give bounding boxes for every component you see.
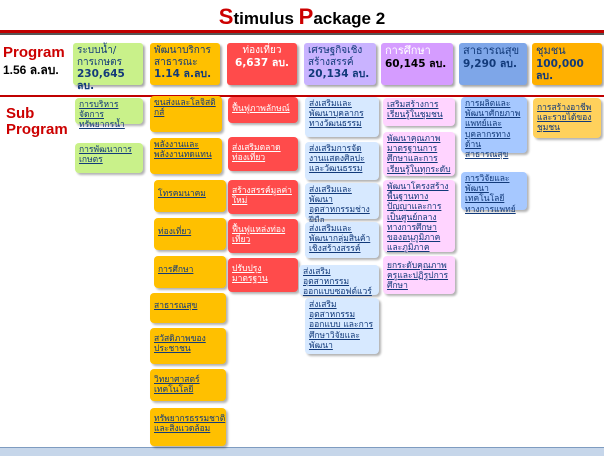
subprogram-community-learning: เสริมสร้างการเรียนรู้ในชุมชน [383,98,455,126]
subprogram-new-value-creation: สร้างสรรค์มูลค่าใหม่ [228,180,298,214]
subprogram-natural-resources: ทรัพยากรธรรมชาติและสิ่งแวดล้อม [150,408,226,446]
subprogram-creative-products: ส่งเสริมและพัฒนากลุ่มสินค้าเชิงสร้างสรรค… [305,222,379,258]
title-rule-dark [0,33,604,35]
subprogram-logistics: ขนส่งและโลจิสติกส์ [150,96,222,132]
subprogram-community-income: การสร้างอาชีพและรายได้ของชุมชน [533,98,601,138]
subprogram-design-research: ส่งเสริมอุตสาหกรรมออกแบบ และการศึกษาวิจั… [305,298,379,354]
subprogram-tourist-site-restoration: ฟื้นฟูแหล่งท่องเที่ยว [228,219,298,253]
program-header-creative-economy: เศรษฐกิจเชิงสร้างสรรค์20,134 ลบ. [304,43,376,85]
subprogram-intellectual-infrastructure: พัฒนาโครงสร้างพื้นฐานทางปัญญาและการเป็นศ… [383,180,455,253]
bottom-band [0,447,604,456]
subprogram-software-design-industry: ส่งเสริมอุตสาหกรรมออกแบบซอฟต์แวร์ [299,265,379,297]
program-label: Program 1.56 ล.ลบ. [3,44,65,77]
subprogram-craft-industry: ส่งเสริมและพัฒนาอุตสาหกรรมช่างฝีมือ [305,183,379,226]
title-rule-red [0,30,604,33]
subprogram-tourism-marketing: ส่งเสริมตลาดท่องเที่ยว [228,137,298,171]
subprogram-tourism-infra: ท่องเที่ยว [154,218,226,250]
subprogram-water-management: การบริหารจัดการทรัพยากรน้ำ [75,98,143,130]
subprogram-art-culture-events: ส่งเสริมการจัดงานแสดงศิลปะและวัฒนธรรม [305,142,379,180]
subprogram-standards-improvement: ปรับปรุงมาตรฐาน [228,258,298,292]
subprogram-image-restoration: ฟื้นฟูภาพลักษณ์ [228,97,298,123]
subprogram-energy: พลังงานและพลังงานทดแทน [150,138,222,174]
subprogram-teacher-quality-reform: ยกระดับคุณภาพครูและปฏิรูปการศึกษา [383,256,455,294]
subprogram-medical-personnel: การผลิตและพัฒนาศักยภาพแพทย์และบุคลากรทาง… [461,97,527,160]
subprogram-education-infra: การศึกษา [154,256,226,288]
subprogram-public-health-infra: สาธารณสุข [150,293,226,323]
subprogram-label: Sub Program [6,105,68,138]
slide-title: Stimulus Package 2 [218,4,386,29]
subprogram-medical-technology-research: การวิจัยและพัฒนาเทคโนโลยีทางการแพทย์ [461,172,527,215]
subprogram-science-technology: วิทยาศาสตร์ เทคโนโลยี [150,369,226,401]
subprogram-agriculture-development: การพัฒนาการเกษตร [75,143,143,173]
program-divider [0,95,604,97]
subprogram-public-welfare: สวัสดิภาพของประชาชน [150,328,226,364]
subprogram-cultural-personnel: ส่งเสริมและพัฒนาบุคลากรทางวัฒนธรรม [305,97,379,137]
subprogram-education-quality: พัฒนาคุณภาพมาตรฐานการศึกษาและการเรียนรู้… [383,132,455,176]
subprogram-telecom: โทรคมนาคม [154,180,226,212]
